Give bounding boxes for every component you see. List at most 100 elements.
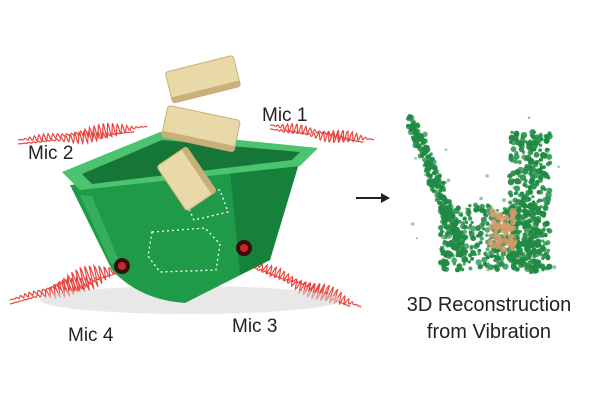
point-cloud-dot [514,137,519,143]
point-cloud-dot [536,190,541,195]
point-cloud-dot [473,243,479,250]
point-cloud-dot [530,249,536,256]
point-cloud-dot [479,236,484,241]
point-cloud-dot [425,155,429,159]
point-cloud-dot [479,207,486,214]
point-cloud-dot [482,212,487,217]
point-cloud-dot [470,257,474,261]
wave-mic2 [17,122,148,146]
point-cloud-dot [438,206,443,212]
point-cloud-dot [525,248,533,256]
point-cloud-dot [488,250,495,257]
point-cloud-dot [439,229,444,234]
point-cloud-dot [496,208,499,212]
point-cloud-dot [508,174,513,178]
point-cloud-dot [529,169,534,174]
point-cloud-dot [541,239,545,243]
point-cloud-dot [520,258,524,262]
point-cloud-dot [451,211,455,215]
point-cloud-dot [482,227,486,231]
point-cloud-dot [480,221,486,227]
point-cloud-dot [443,181,448,185]
point-cloud-dot [414,156,417,160]
point-cloud-dot [527,197,532,202]
caption-line-1: 3D Reconstruction [406,294,572,316]
point-cloud-dot [438,178,442,183]
point-cloud-dot [441,265,448,272]
point-cloud-dot [421,141,426,146]
point-cloud-dot [488,233,494,239]
point-cloud-dot [540,137,544,141]
point-cloud-dot [525,264,531,270]
point-cloud-dot [509,135,515,141]
point-cloud-dot [540,188,544,191]
point-cloud-dot [541,256,545,261]
point-cloud-dot [538,143,543,147]
point-cloud-dot [510,220,516,226]
point-cloud-dot [510,146,517,152]
point-cloud-dot [434,189,439,194]
point-cloud-dot [444,148,448,152]
point-cloud-dot [510,130,514,135]
point-cloud-dot [519,143,525,150]
point-cloud-dot [475,259,482,266]
point-cloud-dot [510,239,517,247]
hidden-block-outline-1 [147,227,221,273]
point-cloud-dot [543,175,548,180]
point-cloud-dot [499,238,506,244]
point-cloud-dot [522,242,527,247]
point-cloud-dot [508,153,514,158]
wood-block-falling [157,147,216,211]
point-cloud-dot [543,152,548,156]
point-cloud-dot [543,137,550,144]
point-cloud-dot [536,168,543,175]
point-cloud-dot [462,239,466,244]
point-cloud-dot [501,264,505,268]
point-cloud-dot [522,182,528,187]
wood-block-top [165,55,241,104]
point-cloud-dot [507,253,513,258]
point-cloud-dot [462,256,468,263]
point-cloud-dot [525,189,532,196]
point-cloud-dot [529,150,534,155]
caption-line-2: from Vibration [426,321,552,343]
point-cloud-dot [557,165,560,168]
point-cloud-dot [467,216,473,221]
point-cloud-dot [437,183,442,188]
point-cloud-dot [545,240,551,246]
point-cloud-dot [517,160,522,165]
point-cloud-dot [535,215,542,222]
point-cloud-dot [519,171,523,175]
point-cloud-dot [512,197,518,203]
point-cloud-dot [451,219,457,226]
point-cloud-dot [513,159,519,164]
point-cloud-dot [429,152,433,156]
point-cloud-dot [529,241,533,245]
point-cloud-dot [484,264,489,269]
point-cloud-dot [484,227,491,233]
point-cloud-dot [530,237,534,242]
point-cloud-dot [432,179,436,183]
point-cloud-dot [534,226,539,230]
point-cloud-dot [538,148,543,153]
point-cloud-dot [496,219,500,223]
point-cloud-dot [543,201,549,207]
bin-side [230,160,300,275]
point-cloud-dot [532,147,537,152]
point-cloud-dot [528,219,533,224]
point-cloud-dot [459,213,464,217]
point-cloud-dot [533,151,540,158]
point-cloud-dot [479,241,483,245]
point-cloud-dot [539,162,543,167]
point-cloud-dot [528,139,532,143]
point-cloud-dot [468,204,472,208]
point-cloud-dot [523,139,528,144]
point-cloud-dot [485,174,489,178]
point-cloud-dot [515,267,520,272]
point-cloud-dot [480,216,487,223]
point-cloud-dot [530,205,536,211]
point-cloud-dot [443,259,449,265]
point-cloud-dot [462,216,467,221]
point-cloud-dot [457,220,462,224]
